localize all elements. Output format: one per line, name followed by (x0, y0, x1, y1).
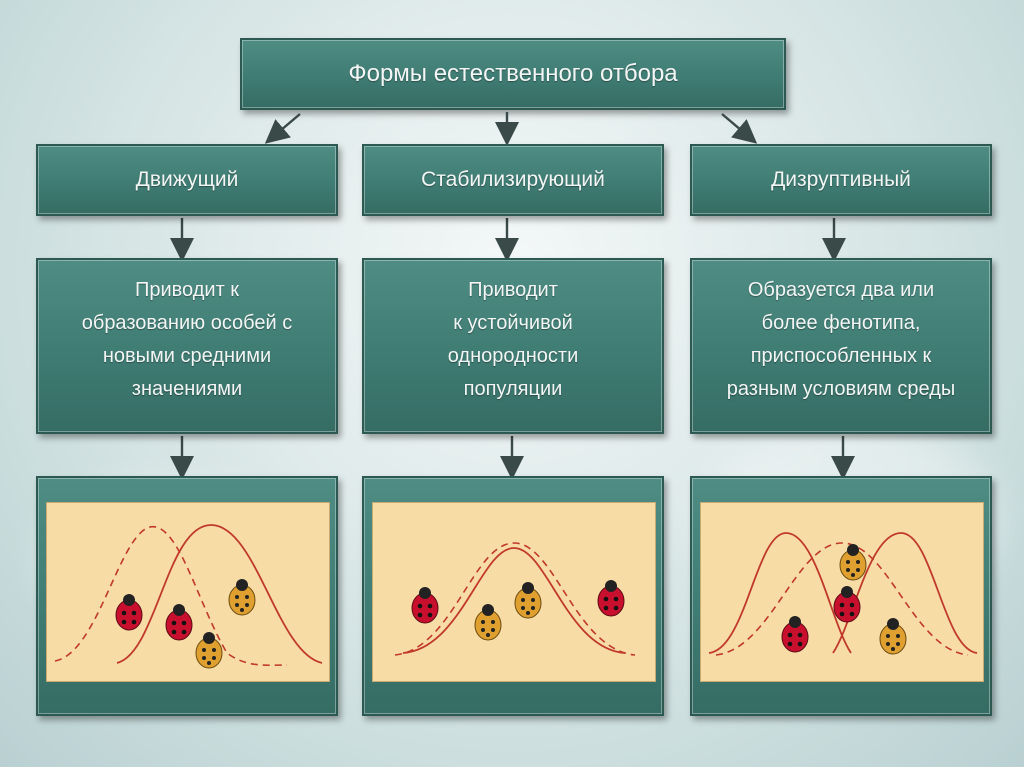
disruptive-selection-plot (700, 502, 984, 682)
narrowed-distribution-curve (402, 547, 626, 654)
driving-selection-plot (46, 502, 330, 682)
stabilizing-selection-plot-frame (362, 476, 664, 716)
form-stabilizing-name: Стабилизирующий (421, 168, 605, 191)
ladybug-red (781, 616, 809, 653)
shifted-distribution-curve (116, 524, 323, 664)
driving-selection-curves (54, 524, 323, 669)
arrow-title-to-driving (264, 113, 301, 144)
stabilizing-selection-curves (394, 542, 636, 656)
ladybug-red (833, 586, 861, 623)
arrow-title-to-disruptive (721, 113, 758, 144)
original-distribution-curve (394, 542, 636, 656)
description-line: к устойчивой (453, 312, 573, 334)
form-driving-description: Приводит к образованию особей с новыми с… (36, 258, 338, 434)
form-disruptive-box: Дизруптивный (690, 144, 992, 216)
ladybug-red (165, 604, 193, 641)
ladybug-yellow (879, 618, 907, 655)
ladybug-red (411, 587, 439, 624)
description-line: образованию особей с (81, 312, 293, 334)
description-line: Приводит (468, 279, 558, 301)
ladybug-red (597, 580, 625, 617)
stabilizing-selection-plot (372, 502, 656, 682)
description-line: Приводит к (134, 279, 240, 301)
description-line: значениями (131, 378, 243, 400)
ladybug-yellow (474, 604, 502, 641)
form-stabilizing-description: Приводит к устойчивой однородности попул… (362, 258, 664, 434)
left-phenotype-curve (708, 532, 852, 654)
original-distribution-curve (54, 525, 288, 667)
driving-selection-plot-frame (36, 476, 338, 716)
ladybug-yellow (839, 544, 867, 581)
form-driving-box: Движущий (36, 144, 338, 216)
diagram-title-box: Формы естественного отбора (240, 38, 786, 110)
ladybug-yellow (228, 579, 256, 616)
original-distribution-curve (715, 542, 969, 656)
diagram-title: Формы естественного отбора (348, 60, 678, 87)
ladybug-red (115, 594, 143, 631)
description-line: приспособленных к (750, 345, 932, 367)
description-line: более фенотипа, (761, 312, 921, 334)
form-disruptive-description: Образуется два или более фенотипа, присп… (690, 258, 992, 434)
description-line: однородности (447, 345, 579, 367)
form-disruptive-name: Дизруптивный (771, 168, 911, 191)
description-line: новыми средними (102, 345, 272, 367)
description-line: Образуется два или (747, 279, 935, 301)
form-driving-name: Движущий (135, 168, 239, 191)
ladybug-yellow (195, 632, 223, 669)
disruptive-selection-curves (708, 532, 978, 656)
description-line: разным условиям среды (726, 378, 956, 400)
ladybug-yellow (514, 582, 542, 619)
description-line: популяции (463, 378, 563, 400)
disruptive-selection-plot-frame (690, 476, 992, 716)
form-stabilizing-box: Стабилизирующий (362, 144, 664, 216)
